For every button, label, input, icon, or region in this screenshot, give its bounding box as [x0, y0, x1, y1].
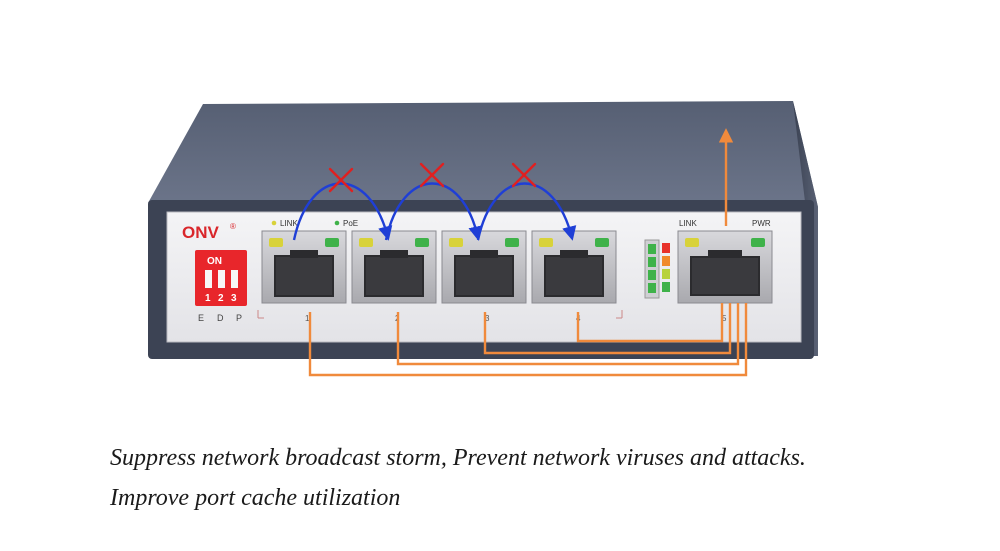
dip-on-label: ON [207, 256, 222, 267]
port-4-poe-led [595, 238, 609, 247]
brand-logo: ONV ® [182, 222, 236, 242]
block-mark-2 [419, 162, 445, 188]
brand-name: ONV [182, 223, 220, 242]
dip-number-3: 3 [231, 293, 237, 304]
uplink-path-port-4 [576, 303, 724, 343]
port-number-1: 1 [305, 314, 310, 323]
legend-poe-label: PoE [343, 219, 358, 228]
uplink-path-port-1 [308, 303, 748, 377]
legend-link-dot [271, 220, 277, 226]
dip-mode-e: E [198, 313, 204, 323]
blocked-port-paths [292, 182, 577, 241]
block-mark-1 [328, 167, 354, 193]
dip-switch: ON 1 2 3 E D P [195, 250, 247, 323]
port-number-5: 5 [722, 314, 727, 323]
rj45-port-1 [261, 230, 347, 304]
legend-poe-dot [334, 220, 340, 226]
dip-number-2: 2 [218, 293, 224, 304]
rj45-port-5-uplink [677, 230, 773, 304]
chassis-top [148, 101, 818, 207]
uplink-link-label: LINK [679, 219, 697, 228]
port-2-poe-led [415, 238, 429, 247]
legend-link-label: LINK [280, 219, 298, 228]
port-5-link-led [685, 238, 699, 247]
port-1-poe-led [325, 238, 339, 247]
port-3-link-led [449, 238, 463, 247]
uplink-forwarding-paths [308, 128, 748, 377]
uplink-path-port-2 [396, 303, 740, 366]
uplink-pwr-label: PWR [752, 219, 771, 228]
block-mark-3 [511, 162, 537, 188]
rj45-port-4 [531, 230, 617, 304]
blocked-path-2-3 [384, 182, 483, 241]
caption-line-1: Suppress network broadcast storm, Preven… [110, 445, 806, 471]
brand-registered-mark: ® [230, 222, 236, 231]
dip-mode-d: D [217, 313, 224, 323]
rj45-port-3 [441, 230, 527, 304]
dip-number-1: 1 [205, 293, 211, 304]
port-number-3: 3 [485, 314, 490, 323]
port-3-poe-led [505, 238, 519, 247]
blocked-path-3-4 [476, 182, 577, 241]
port-1-link-led [269, 238, 283, 247]
blocked-path-1-2 [292, 182, 393, 241]
dip-toggle-2 [218, 270, 225, 288]
dip-mode-p: P [236, 313, 242, 323]
dip-toggle-1 [205, 270, 212, 288]
block-marks [328, 162, 537, 193]
port-4-link-led [539, 238, 553, 247]
caption-line-2: Improve port cache utilization [110, 485, 401, 511]
port-group-bracket [257, 310, 623, 319]
port-5-pwr-led [751, 238, 765, 247]
load-level-leds [644, 239, 670, 299]
rj45-port-2 [351, 230, 437, 304]
port-2-link-led [359, 238, 373, 247]
dip-toggle-3 [231, 270, 238, 288]
uplink-path-port-3 [483, 303, 732, 355]
switch-chassis [148, 101, 818, 359]
led-legend: LINK PoE [271, 219, 358, 228]
